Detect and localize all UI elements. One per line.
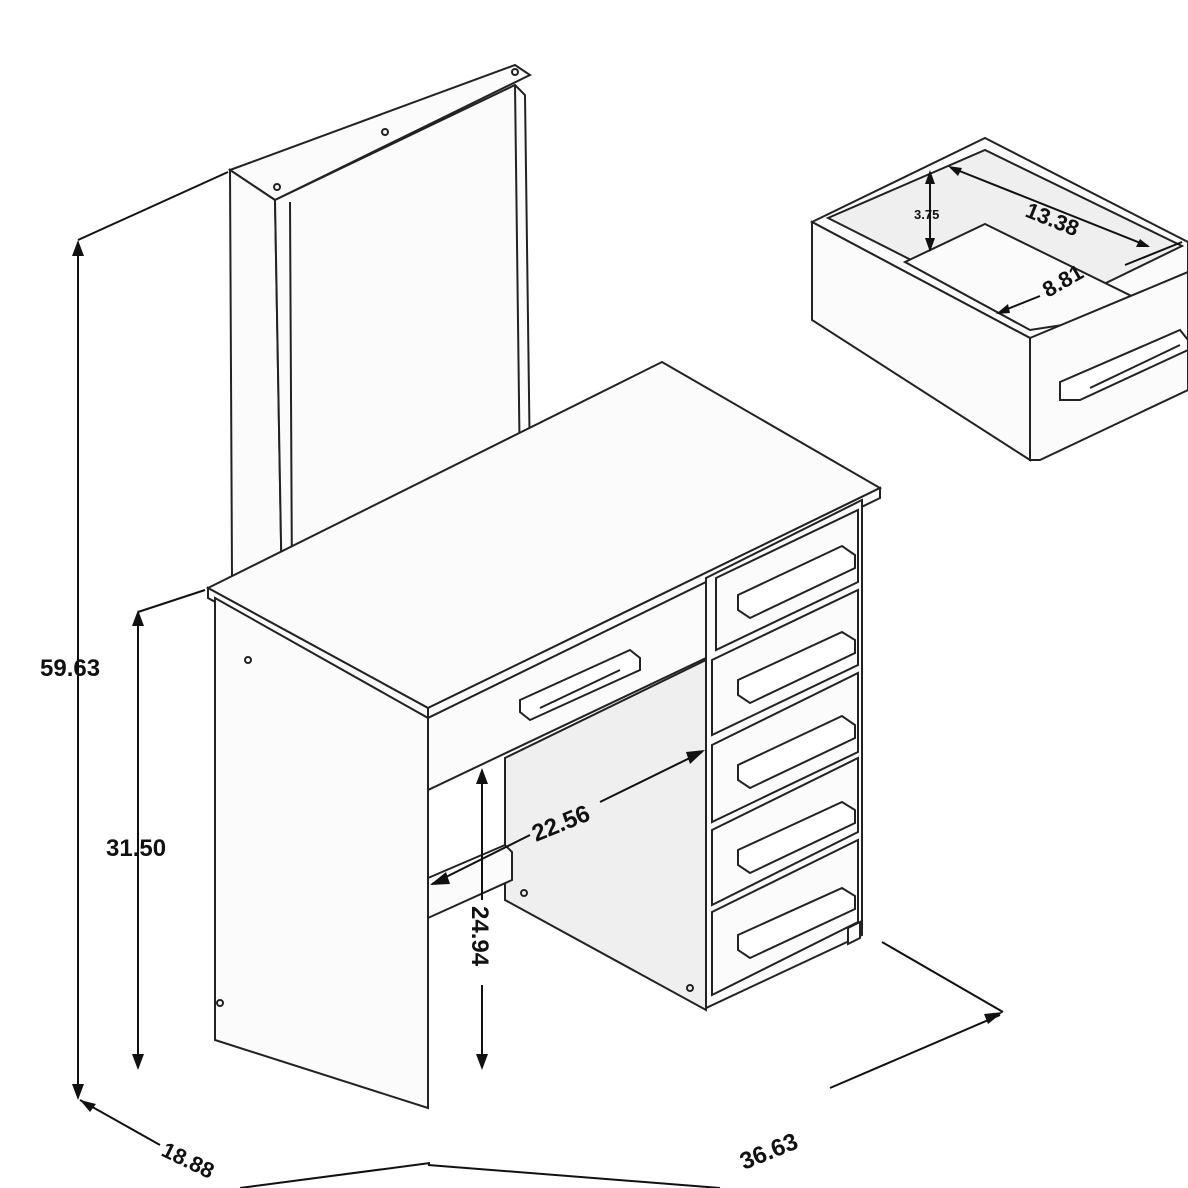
total-height-label: 59.63 — [40, 655, 100, 682]
detached-drawer — [809, 136, 1188, 462]
left-side-panel — [214, 596, 429, 1110]
knee-space — [427, 658, 707, 1012]
total-width-label: 36.63 — [736, 1128, 802, 1176]
right-drawer-stack — [705, 498, 863, 1010]
desk-height-label: 31.50 — [106, 835, 166, 862]
knee-height-label: 24.94 — [466, 906, 493, 967]
drawer-inner-height-label: 3.75 — [914, 207, 939, 222]
dimension-lines — [72, 166, 1183, 1188]
depth-label: 18.88 — [158, 1137, 218, 1184]
desk-top — [205, 360, 883, 720]
